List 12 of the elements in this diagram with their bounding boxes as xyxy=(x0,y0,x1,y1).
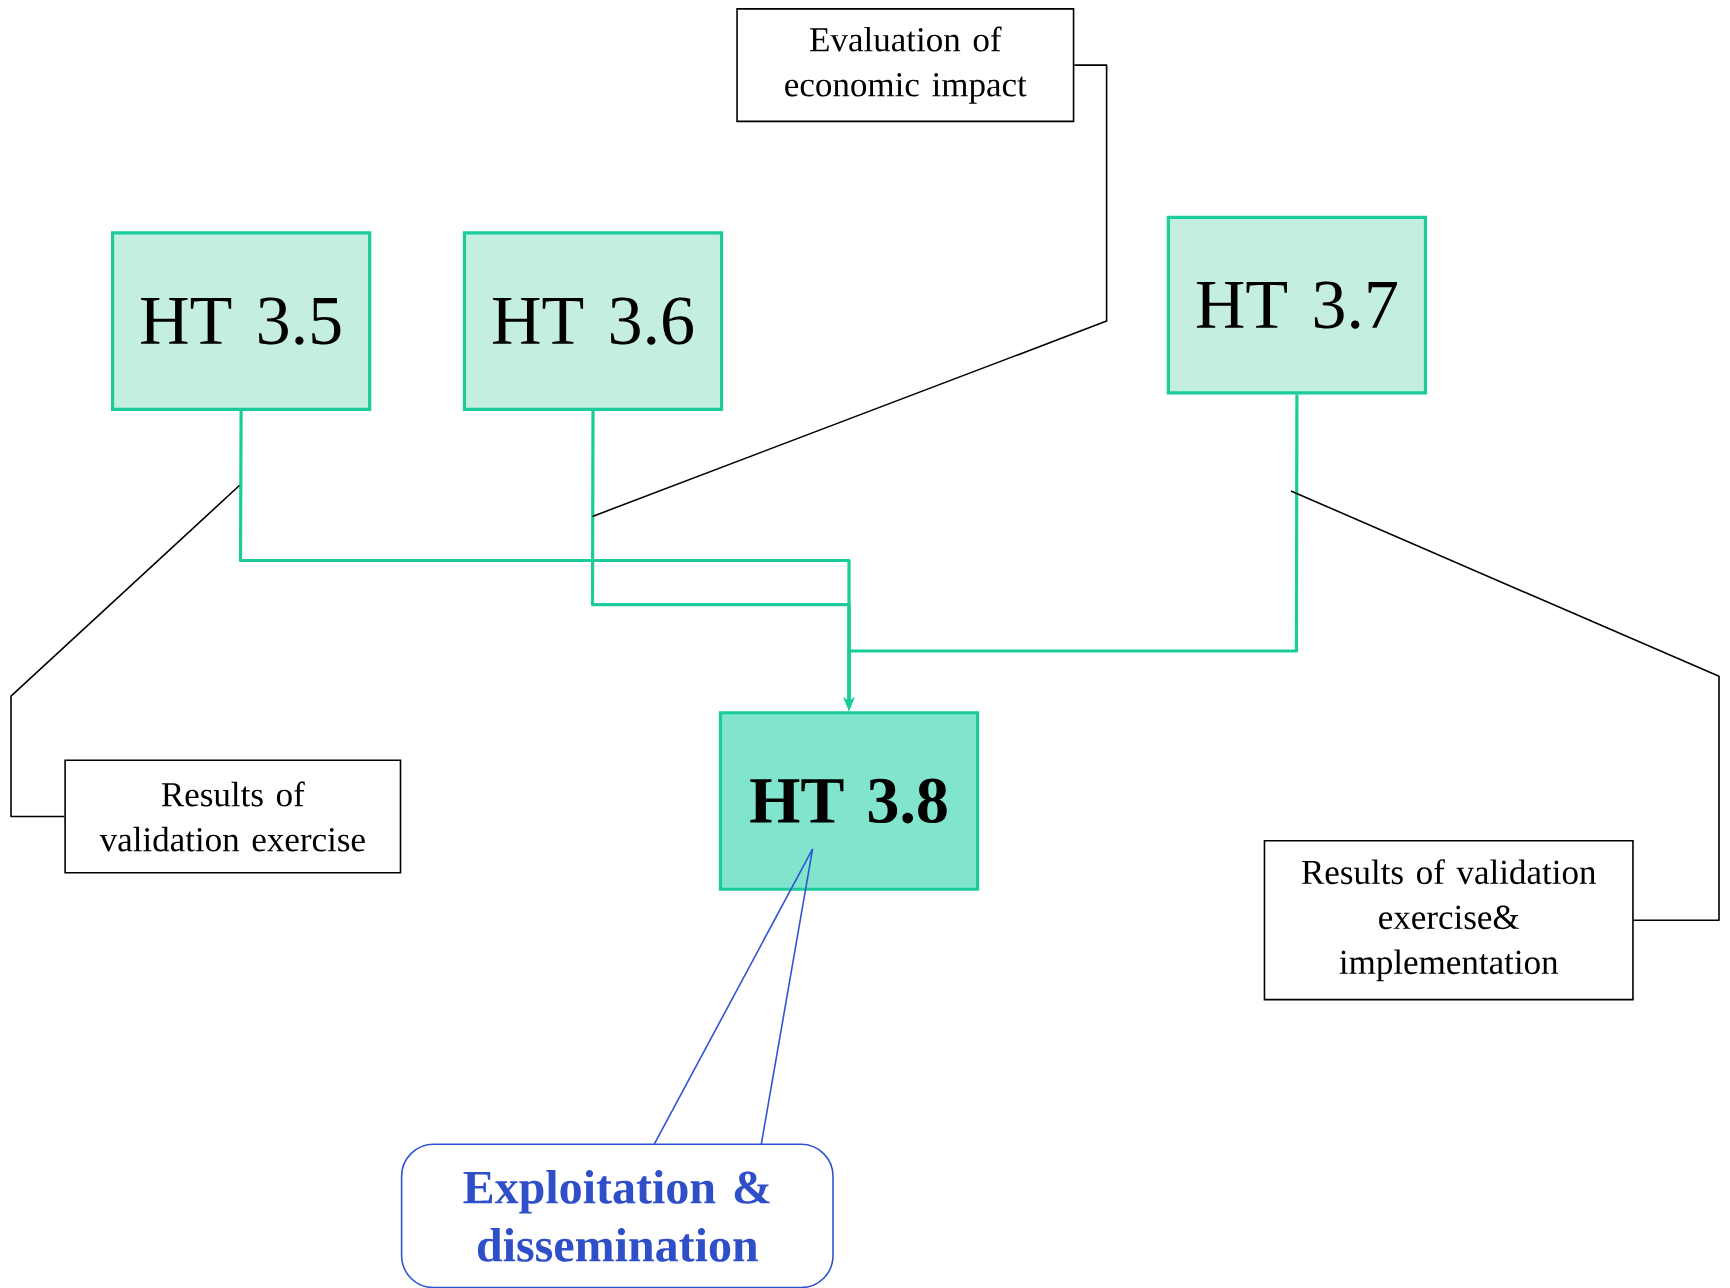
leader-line xyxy=(10,484,241,818)
note-box: Results of validation exercise xyxy=(64,759,402,874)
leader-line xyxy=(1290,490,1720,921)
callout-bubble: Exploitation & dissemination xyxy=(400,1143,834,1288)
process-box: HT 3.6 xyxy=(462,231,724,411)
leader-line xyxy=(591,64,1108,518)
note-box: Results of validation exercise& implementation xyxy=(1263,839,1634,1001)
process-box: HT 3.7 xyxy=(1166,215,1428,395)
note-box: Evaluation of economic impact xyxy=(736,8,1075,123)
callout-pointer xyxy=(653,848,814,1145)
process-box: HT 3.5 xyxy=(110,231,372,411)
process-box: HT 3.8 xyxy=(718,711,980,891)
